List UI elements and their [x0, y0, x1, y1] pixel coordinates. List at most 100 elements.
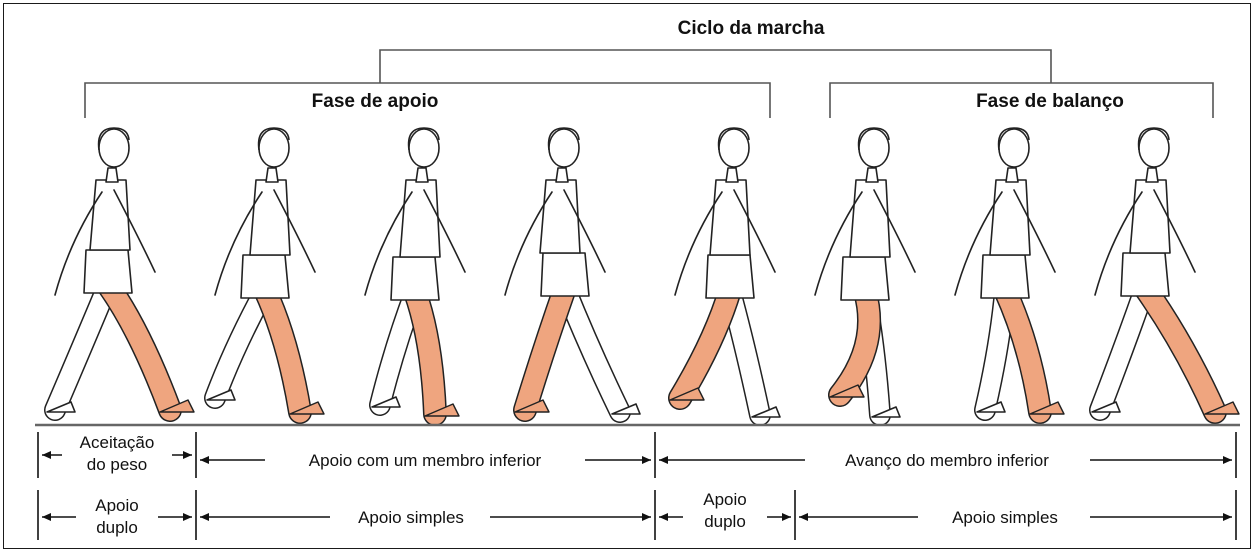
single-limb-label: Apoio com um membro inferior [309, 451, 542, 470]
highlighted-foot [289, 401, 325, 415]
double2-label-line1: Apoio [703, 490, 746, 509]
arm [423, 189, 466, 273]
foot [46, 401, 76, 413]
foot [751, 406, 781, 418]
shorts [83, 249, 133, 294]
walking-figure [814, 127, 916, 426]
shorts [540, 252, 590, 297]
head [858, 128, 890, 168]
shorts [240, 254, 290, 299]
shorts [840, 256, 890, 301]
neck [725, 167, 739, 183]
arm [273, 189, 316, 273]
highlighted-leg [669, 279, 741, 409]
arm [814, 191, 863, 296]
foot [206, 389, 236, 401]
hair [717, 127, 750, 151]
arm [1094, 191, 1143, 296]
hair [1137, 127, 1170, 151]
shorts [1120, 252, 1170, 297]
single1-label: Apoio simples [358, 508, 464, 527]
swing-phase-bracket [829, 82, 1214, 118]
hair [407, 127, 440, 151]
arm [873, 189, 916, 273]
arm [113, 189, 156, 273]
walking-figure [504, 127, 641, 423]
walking-figures [44, 127, 1240, 426]
shorts [980, 254, 1030, 299]
arm [214, 191, 263, 296]
highlighted-foot [1204, 401, 1240, 415]
neck [865, 167, 879, 183]
foot [976, 401, 1006, 413]
torso [849, 179, 891, 258]
leg [205, 280, 275, 408]
arm [364, 191, 413, 296]
arm [954, 191, 1003, 296]
head [1138, 128, 1170, 168]
highlighted-foot [829, 384, 865, 398]
highlighted-foot [424, 403, 460, 417]
arm [733, 189, 776, 273]
gait-cycle-title: Ciclo da marcha [678, 18, 825, 39]
gait-cycle-bracket [379, 49, 1052, 83]
highlighted-leg [97, 274, 181, 421]
stance-phase-bracket [84, 82, 771, 118]
hair [997, 127, 1030, 151]
torso [539, 179, 581, 254]
hair [257, 127, 290, 151]
foot [611, 403, 641, 415]
single2-label: Apoio simples [952, 508, 1058, 527]
double1-label-line2: duplo [96, 518, 138, 537]
walking-figure [364, 127, 466, 426]
head [98, 128, 130, 168]
neck [265, 167, 279, 183]
highlighted-leg [994, 279, 1051, 423]
leg [1090, 278, 1155, 420]
highlighted-foot [514, 399, 550, 413]
loading-label-line2: do peso [87, 455, 148, 474]
neck [1145, 167, 1159, 183]
shorts [390, 256, 440, 301]
arm [504, 191, 553, 296]
highlighted-leg [829, 281, 880, 406]
walking-figure [44, 127, 195, 422]
torso [399, 179, 441, 258]
walking-figure [954, 127, 1065, 424]
highlighted-foot [1029, 401, 1065, 415]
hair [547, 127, 580, 151]
advance-label: Avanço do membro inferior [845, 451, 1049, 470]
leg [45, 275, 118, 420]
arm [674, 191, 723, 296]
hair [97, 127, 130, 151]
torso [709, 179, 751, 256]
stance-phase-label: Fase de apoio [312, 91, 439, 112]
swing-phase-label: Fase de balanço [976, 91, 1124, 112]
highlighted-foot [159, 399, 195, 413]
neck [105, 167, 119, 183]
head [548, 128, 580, 168]
neck [555, 167, 569, 183]
arm [54, 191, 103, 296]
neck [1005, 167, 1019, 183]
head [718, 128, 750, 168]
arm [563, 189, 606, 273]
double2-label-line2: duplo [704, 512, 746, 531]
outer-frame [3, 3, 1251, 549]
walking-figure [1089, 127, 1240, 424]
highlighted-foot [669, 387, 705, 401]
head [408, 128, 440, 168]
highlighted-leg [514, 277, 576, 421]
foot [371, 396, 401, 408]
head [258, 128, 290, 168]
torso [89, 179, 131, 251]
loading-label-line1: Aceitação [80, 433, 155, 452]
torso [1129, 179, 1171, 254]
walking-figure [668, 127, 781, 426]
highlighted-leg [1134, 277, 1226, 423]
double1-label-line1: Apoio [95, 496, 138, 515]
highlighted-leg [254, 279, 311, 423]
head [998, 128, 1030, 168]
